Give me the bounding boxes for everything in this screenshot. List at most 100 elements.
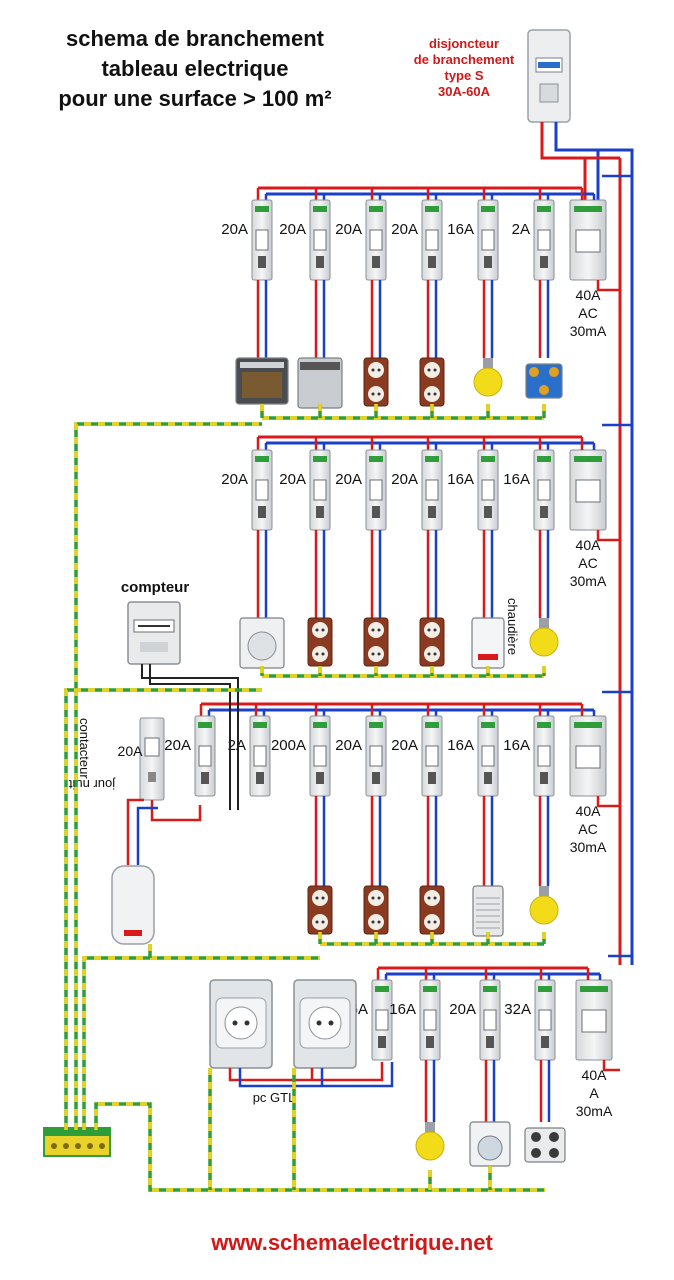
contactor-label-2: contacteur [77,718,92,779]
contactor-device [139,717,165,801]
boiler-label: chaudière [505,598,520,655]
breaker-1-5 [477,199,499,281]
socket-icon [419,885,445,935]
washer-icon [469,1121,511,1167]
breaker-rating: 20A [449,1001,476,1018]
breaker-rating: 20A [221,471,248,488]
breaker-rating: 16A [389,1001,416,1018]
breaker-2-5 [477,449,499,531]
hob-icon [524,1127,566,1163]
title-line-2: tableau electrique [101,56,288,81]
rcd-spec: 30mA [570,323,607,339]
breaker-4-4 [534,979,556,1061]
contactor-text-group: contacteur [77,718,92,779]
rcd-spec: 40A [582,1067,608,1083]
socket-icon [307,885,333,935]
breaker-4-2 [419,979,441,1061]
breaker-rating: 20A [164,737,191,754]
socket-icon [363,357,389,407]
main-breaker-label-3: type S [444,68,483,83]
rcd-spec: 30mA [570,839,607,855]
breaker-rating: 20A [279,471,306,488]
website-url: www.schemaelectrique.net [210,1230,493,1255]
breaker-4-1 [371,979,393,1061]
contactor-label-1: jour nuit [68,777,116,792]
breaker-1-3 [365,199,387,281]
breaker-rating: 20A [221,221,248,238]
socket-icon [307,617,333,667]
breaker-2-2 [309,449,331,531]
supply-wires [540,122,634,965]
socket-icon [363,617,389,667]
main-breaker [527,29,571,123]
breaker-2-6 [533,449,555,531]
breaker-3-7 [533,715,555,797]
breaker-rating: 20A [335,471,362,488]
breaker-rating: 2A [228,737,246,754]
breaker-1-4 [421,199,443,281]
breaker-2-4 [421,449,443,531]
breaker-3-5 [421,715,443,797]
breaker-rating: 20A [391,737,418,754]
rcd-spec: AC [578,305,597,321]
breaker-rating: 16A [447,737,474,754]
breaker-3-1 [194,715,216,797]
title-line-1: schema de branchement [66,26,325,51]
breaker-rating: 20A [279,221,306,238]
earth-wires [64,404,546,1192]
rcd-spec: 40A [576,287,602,303]
breaker-4-3 [479,979,501,1061]
breaker-rating: 20A [335,221,362,238]
breaker-rating: 20A [335,737,362,754]
rcd-spec: 40A [576,537,602,553]
breaker-3-3 [309,715,331,797]
rcd-spec: A [589,1085,599,1101]
gtl-socket-1 [209,979,273,1069]
breaker-rating: 16A [447,471,474,488]
breaker-3-2 [249,715,271,797]
breaker-rating: 20A [391,471,418,488]
rcd-spec: AC [578,555,597,571]
breaker-rating: 16A [447,221,474,238]
breaker-1-6 [533,199,555,281]
earth-bar [43,1127,111,1157]
breaker-rating: 32A [504,1001,531,1018]
bulb-icon [529,618,559,657]
breaker-rating: 2A [512,221,530,238]
breaker-row-1: 40A AC 30mA 20A 20A 20A 20A 16A 2A [221,174,632,409]
shutter-icon [472,885,504,937]
main-breaker-label-1: disjoncteur [429,36,499,51]
rcd-row-4 [575,979,613,1061]
breaker-row-4: 40AA30mA16A16A20A32A [341,954,632,1167]
counter-label: compteur [121,579,190,596]
breaker-2-1 [251,449,273,531]
main-breaker-label-4: 30A-60A [438,84,491,99]
breaker-rating: 200A [271,737,306,754]
contactor-rating: 20A [118,743,144,759]
socket-icon [419,617,445,667]
rcd-row-3 [569,715,607,797]
rcd-spec: 30mA [576,1103,613,1119]
oven-icon [235,357,289,405]
rcd-spec: 30mA [570,573,607,589]
title-line-3: pour une surface > 100 m² [58,86,331,111]
breaker-rating: 16A [503,471,530,488]
socket-icon [363,885,389,935]
breaker-row-2: 40A AC 30mA 20A 20A 20A 20A 16A 16A [221,423,632,669]
bulb-icon [415,1122,445,1161]
dishwasher-icon [297,357,343,409]
breaker-rating: 20A [391,221,418,238]
main-breaker-label-2: de branchement [414,52,515,67]
breaker-3-6 [477,715,499,797]
breaker-3-4 [365,715,387,797]
bulb-icon [529,886,559,925]
dryer-icon [239,617,285,669]
gtl-label: pc GTL [253,1090,296,1105]
breaker-1-2 [309,199,331,281]
water-heater-icon [111,865,155,945]
breaker-rows: 40A AC 30mA 20A 20A 20A 20A 16A 2A 40A AC 30mA 20A 20… [164,174,632,1167]
boiler-icon [471,617,505,669]
